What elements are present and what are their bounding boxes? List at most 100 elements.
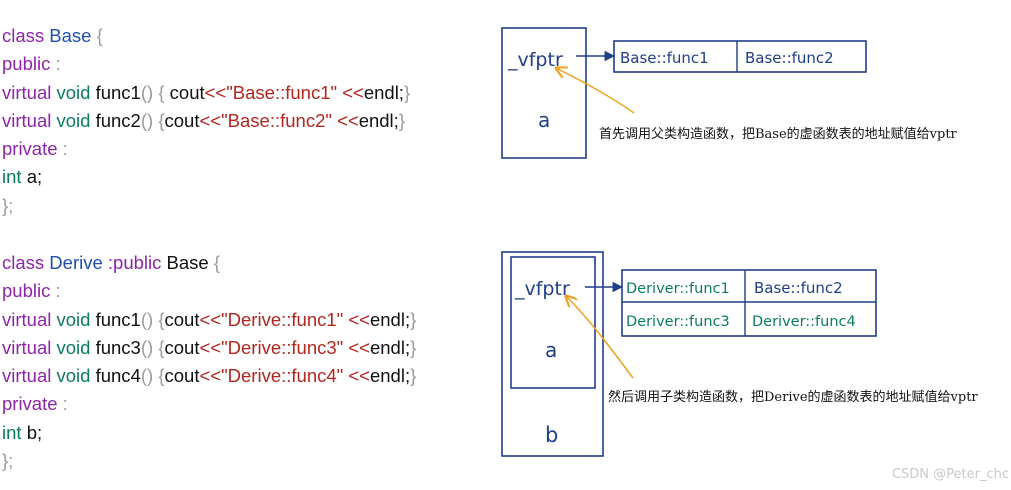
base-name: Base bbox=[166, 252, 209, 273]
code-line: int b; bbox=[2, 419, 416, 447]
type: void bbox=[56, 308, 91, 330]
inheritance: :public bbox=[107, 252, 162, 273]
cout: cout bbox=[164, 365, 200, 387]
function-name: func1 bbox=[95, 81, 141, 103]
member-a-label: a bbox=[538, 108, 550, 132]
brace: } bbox=[398, 109, 405, 131]
derive-vtable bbox=[621, 269, 877, 337]
code-line: int a; bbox=[2, 163, 410, 191]
brace: } bbox=[410, 365, 417, 387]
endl: endl; bbox=[358, 109, 399, 131]
function-name: func3 bbox=[95, 336, 141, 358]
operator: << bbox=[199, 308, 222, 330]
code-line: public : bbox=[2, 50, 410, 78]
base-object-box bbox=[501, 27, 587, 159]
type: void bbox=[56, 336, 91, 358]
watermark: CSDN @Peter_chc bbox=[891, 467, 1009, 482]
brace: { bbox=[96, 25, 103, 46]
endl: endl; bbox=[369, 308, 411, 330]
brace: }; bbox=[2, 194, 14, 216]
parens: () bbox=[140, 336, 154, 358]
code-line: virtual void func3() {cout<<"Derive::fun… bbox=[2, 334, 416, 362]
vtable-entry: Base::func2 bbox=[754, 279, 843, 297]
code-line: }; bbox=[2, 447, 416, 475]
member-variable: a; bbox=[26, 166, 43, 188]
keyword: virtual bbox=[2, 109, 52, 131]
cout: cout bbox=[169, 81, 205, 103]
brace: } bbox=[403, 81, 411, 103]
operator: << bbox=[342, 81, 364, 103]
colon: : bbox=[55, 280, 61, 302]
class-name: Derive bbox=[49, 252, 103, 273]
type: void bbox=[56, 365, 91, 387]
parens: () bbox=[140, 81, 154, 103]
code-line: virtual void func1() { cout<<"Base::func… bbox=[2, 79, 410, 107]
string-literal: "Derive::func3" bbox=[221, 336, 344, 358]
endl: endl; bbox=[369, 365, 411, 387]
vtable-entry: Deriver::func3 bbox=[626, 314, 730, 330]
brace: { bbox=[158, 109, 165, 131]
vfptr-label: _vfptr bbox=[514, 278, 570, 300]
keyword: private bbox=[2, 393, 58, 415]
brace: { bbox=[158, 336, 165, 358]
endl: endl; bbox=[369, 336, 411, 358]
top-note-arrow bbox=[556, 68, 635, 114]
string-literal: "Base::func2" bbox=[221, 109, 332, 131]
function-name: func2 bbox=[95, 109, 141, 131]
brace: }; bbox=[2, 450, 14, 472]
member-b-label: b bbox=[545, 423, 558, 447]
vtable-entry: Base::func2 bbox=[745, 49, 834, 67]
parens: () bbox=[140, 308, 154, 330]
keyword: private bbox=[2, 138, 58, 160]
bottom-annotation: 然后调用子类构造函数，把Derive的虚函数表的地址赋值给vptr bbox=[608, 390, 978, 405]
class-name: Base bbox=[49, 25, 92, 46]
brace: { bbox=[158, 81, 165, 103]
colon: : bbox=[62, 393, 68, 415]
string-literal: "Base::func1" bbox=[226, 81, 338, 103]
base-vtable bbox=[613, 40, 867, 73]
operator: << bbox=[337, 109, 359, 131]
derive-object-box bbox=[501, 251, 604, 457]
keyword: virtual bbox=[2, 308, 52, 330]
colon: : bbox=[55, 53, 61, 75]
type: int bbox=[2, 421, 22, 443]
operator: << bbox=[348, 308, 370, 330]
member-variable: b; bbox=[26, 421, 43, 443]
cout: cout bbox=[164, 308, 200, 330]
keyword: virtual bbox=[2, 365, 52, 387]
brace: { bbox=[158, 365, 165, 387]
parens: () bbox=[140, 365, 154, 387]
keyword: public bbox=[2, 53, 51, 75]
code-line: virtual void func1() {cout<<"Derive::fun… bbox=[2, 306, 416, 334]
operator: << bbox=[348, 336, 370, 358]
parens: () bbox=[140, 109, 154, 131]
vtable-entry: Base::func1 bbox=[620, 49, 709, 67]
code-line: class Derive :public Base { bbox=[2, 249, 416, 277]
keyword: public bbox=[2, 280, 51, 302]
operator: << bbox=[199, 365, 222, 387]
string-literal: "Derive::func1" bbox=[221, 308, 344, 330]
brace: } bbox=[410, 308, 417, 330]
vfptr-label: _vfptr bbox=[507, 49, 563, 71]
code-line: public : bbox=[2, 277, 416, 305]
keyword: class bbox=[2, 25, 45, 46]
code-line: private : bbox=[2, 135, 410, 163]
operator: << bbox=[348, 365, 370, 387]
type: int bbox=[2, 166, 22, 188]
member-a-label: a bbox=[545, 338, 557, 362]
keyword: virtual bbox=[2, 81, 52, 103]
operator: << bbox=[204, 81, 227, 103]
cout: cout bbox=[164, 336, 200, 358]
operator: << bbox=[199, 109, 222, 131]
brace: { bbox=[213, 252, 221, 273]
type: void bbox=[56, 109, 91, 131]
derive-class-code: class Derive :public Base { public : vir… bbox=[2, 249, 416, 475]
code-line: class Base { bbox=[2, 22, 410, 50]
function-name: func4 bbox=[95, 365, 141, 387]
vtable-entry: Deriver::func1 bbox=[626, 281, 730, 297]
type: void bbox=[56, 81, 91, 103]
function-name: func1 bbox=[95, 308, 141, 330]
base-class-code: class Base { public : virtual void func1… bbox=[2, 22, 410, 220]
operator: << bbox=[199, 336, 222, 358]
